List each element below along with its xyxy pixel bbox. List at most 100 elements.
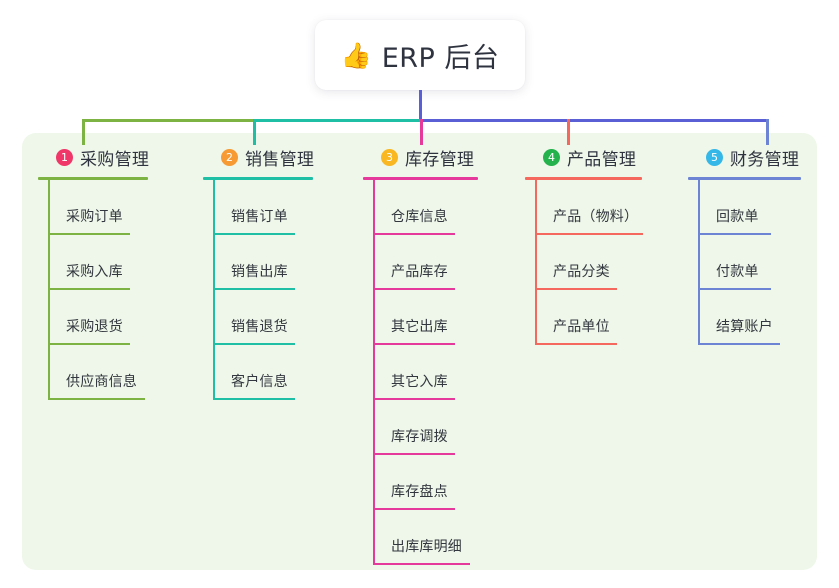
list-item-label: 产品单位 <box>553 319 610 335</box>
column-badge-3: 3 <box>381 148 398 166</box>
list-item[interactable]: 供应商信息 <box>38 345 149 400</box>
list-item-label: 库存调拨 <box>391 429 448 445</box>
list-item-rule <box>373 398 455 400</box>
list-item[interactable]: 采购入库 <box>38 235 149 290</box>
column-header-rule-5 <box>688 177 801 180</box>
column-spine-2 <box>213 180 215 400</box>
list-item-label: 付款单 <box>716 264 759 280</box>
column-1: 1 采购管理采购订单采购入库采购退货供应商信息 <box>38 143 149 400</box>
list-item[interactable]: 产品分类 <box>525 235 642 290</box>
list-item-rule <box>698 343 780 345</box>
column-title-2: 销售管理 <box>245 149 315 170</box>
list-item-label: 采购退货 <box>66 319 123 335</box>
column-header-rule-4 <box>525 177 642 180</box>
list-item-rule <box>373 343 455 345</box>
list-item-label: 库存盘点 <box>391 484 448 500</box>
diagram-panel <box>22 133 817 570</box>
list-item-label: 客户信息 <box>231 374 288 390</box>
list-item[interactable]: 销售出库 <box>203 235 314 290</box>
column-spine-3 <box>373 180 375 565</box>
column-items-1: 采购订单采购入库采购退货供应商信息 <box>38 180 149 400</box>
column-items-2: 销售订单销售出库销售退货客户信息 <box>203 180 314 400</box>
list-item-label: 仓库信息 <box>391 209 448 225</box>
column-items-3: 仓库信息产品库存其它出库其它入库库存调拨库存盘点出库库明细 <box>363 180 478 565</box>
list-item[interactable]: 销售订单 <box>203 180 314 235</box>
list-item-rule <box>698 288 771 290</box>
column-4: 4 产品管理产品（物料） 产品分类产品单位 <box>525 143 643 345</box>
list-item-label: 销售出库 <box>231 264 288 280</box>
list-item-label: 销售退货 <box>231 319 288 335</box>
list-item-rule <box>213 288 295 290</box>
list-item-label: 产品库存 <box>391 264 448 280</box>
list-item[interactable]: 付款单 <box>688 235 801 290</box>
list-item-label: 其它出库 <box>391 319 448 335</box>
column-title-1: 采购管理 <box>80 149 150 170</box>
column-header-rule-1 <box>38 177 148 180</box>
list-item[interactable]: 产品（物料） <box>525 180 643 235</box>
list-item-rule <box>373 453 455 455</box>
list-item[interactable]: 其它出库 <box>363 290 478 345</box>
column-header-rule-3 <box>363 177 478 180</box>
root-node-card[interactable]: 👍 ERP 后台 <box>315 20 525 90</box>
list-item-rule <box>48 398 145 400</box>
list-item-rule <box>373 288 455 290</box>
column-badge-4: 4 <box>543 148 560 166</box>
list-item[interactable]: 销售退货 <box>203 290 314 345</box>
list-item-rule <box>213 398 295 400</box>
column-header-4[interactable]: 4 产品管理 <box>525 143 642 171</box>
list-item[interactable]: 产品单位 <box>525 290 642 345</box>
connector-root-stem <box>419 90 422 122</box>
column-header-1[interactable]: 1 采购管理 <box>38 143 149 171</box>
list-item[interactable]: 采购退货 <box>38 290 149 345</box>
list-item-rule <box>373 563 470 565</box>
list-item[interactable]: 采购订单 <box>38 180 149 235</box>
list-item-label: 产品（物料） <box>553 209 639 225</box>
column-spine-4 <box>535 180 537 345</box>
list-item[interactable]: 库存调拨 <box>363 400 478 455</box>
connector-trunk-segment-3 <box>420 119 769 122</box>
column-title-4: 产品管理 <box>567 149 637 170</box>
list-item-rule <box>535 288 617 290</box>
list-item-rule <box>373 508 455 510</box>
list-item-rule <box>213 343 295 345</box>
list-item-label: 采购入库 <box>66 264 123 280</box>
list-item[interactable]: 出库库明细 <box>363 510 478 565</box>
list-item-label: 结算账户 <box>716 319 773 335</box>
list-item[interactable]: 回款单 <box>688 180 801 235</box>
connector-trunk-segment-1 <box>82 119 256 122</box>
list-item-rule <box>535 233 643 235</box>
list-item-rule <box>213 233 295 235</box>
column-header-rule-2 <box>203 177 313 180</box>
list-item[interactable]: 产品库存 <box>363 235 478 290</box>
list-item-label: 产品分类 <box>553 264 610 280</box>
connector-trunk-segment-2 <box>253 119 423 122</box>
root-node-content: 👍 ERP 后台 <box>341 36 500 75</box>
list-item-rule <box>535 343 617 345</box>
root-node-title: ERP 后台 <box>381 42 500 74</box>
column-spine-5 <box>698 180 700 345</box>
list-item-label: 采购订单 <box>66 209 123 225</box>
column-spine-1 <box>48 180 50 400</box>
list-item-label: 供应商信息 <box>66 374 137 390</box>
list-item[interactable]: 其它入库 <box>363 345 478 400</box>
list-item[interactable]: 库存盘点 <box>363 455 478 510</box>
list-item-label: 出库库明细 <box>391 539 462 555</box>
column-title-3: 库存管理 <box>405 149 475 170</box>
list-item[interactable]: 结算账户 <box>688 290 801 345</box>
column-header-3[interactable]: 3 库存管理 <box>363 143 478 171</box>
list-item[interactable]: 客户信息 <box>203 345 314 400</box>
list-item[interactable]: 仓库信息 <box>363 180 478 235</box>
column-items-5: 回款单付款单结算账户 <box>688 180 801 345</box>
list-item-rule <box>48 233 130 235</box>
list-item-rule <box>373 233 455 235</box>
list-item-rule <box>698 233 771 235</box>
list-item-rule <box>48 343 130 345</box>
column-items-4: 产品（物料） 产品分类产品单位 <box>525 180 643 345</box>
column-3: 3 库存管理仓库信息产品库存其它出库其它入库库存调拨库存盘点出库库明细 <box>363 143 478 565</box>
list-item-label: 其它入库 <box>391 374 448 390</box>
column-badge-1: 1 <box>56 148 73 166</box>
